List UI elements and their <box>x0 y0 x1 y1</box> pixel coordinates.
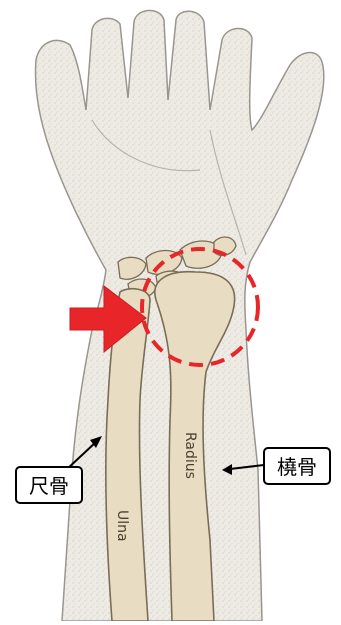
radius-callout-label: 橈骨 <box>277 455 317 479</box>
ulna-bone-label: Ulna <box>114 510 130 542</box>
radius-bone-label: Radius <box>182 432 198 479</box>
ulna-callout-label: 尺骨 <box>29 474 69 498</box>
